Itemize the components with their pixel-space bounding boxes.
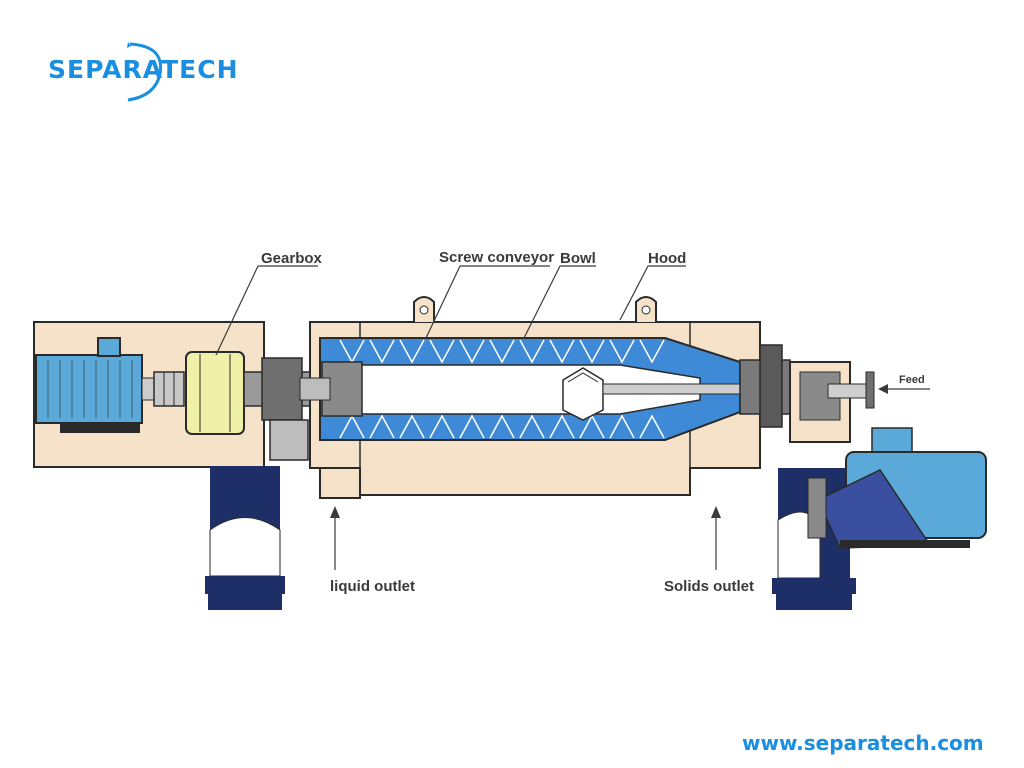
label-liquid-outlet: liquid outlet <box>330 578 415 595</box>
label-bowl: Bowl <box>560 250 596 267</box>
main-motor <box>35 337 155 433</box>
bowl-and-screw <box>319 337 744 441</box>
brand-logo-text: SEPARATECH <box>48 55 239 84</box>
liquid-outlet-chute <box>319 467 361 499</box>
outlet-arrow-icon <box>711 506 721 518</box>
label-screw-conveyor: Screw conveyor <box>439 249 554 266</box>
left-support-leg <box>205 466 285 610</box>
label-hood: Hood <box>648 250 686 267</box>
label-feed: Feed <box>899 374 925 386</box>
logo-swoosh-icon <box>127 42 163 102</box>
feed-inlet <box>827 371 875 409</box>
feed-arrow-icon <box>878 384 888 394</box>
back-drive-motor <box>807 427 987 549</box>
left-coupling <box>153 371 185 407</box>
website-url: www.separatech.com <box>742 731 984 755</box>
gearbox-body <box>185 351 245 435</box>
outlet-arrow-icon <box>330 506 340 518</box>
label-solids-outlet: Solids outlet <box>664 578 754 595</box>
label-gearbox: Gearbox <box>261 250 323 267</box>
